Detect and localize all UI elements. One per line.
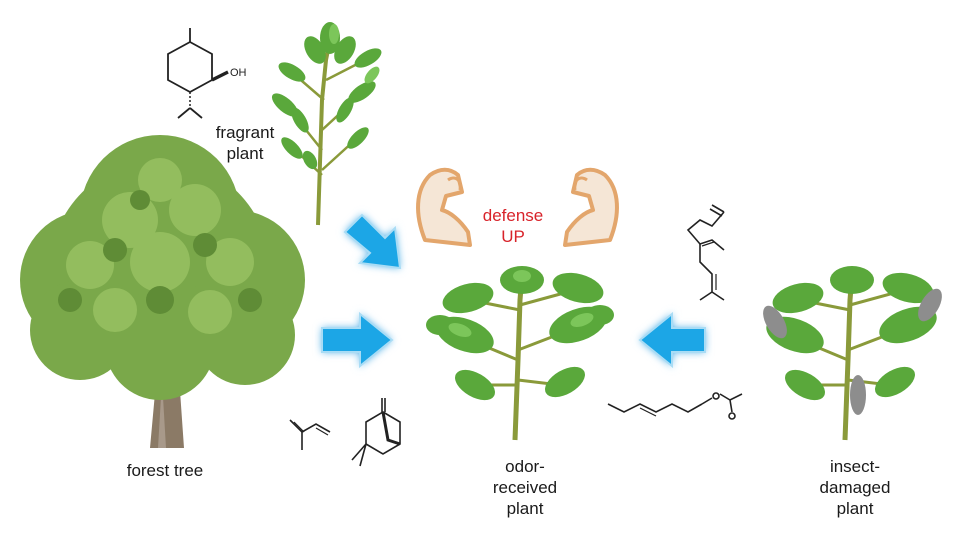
menthol-structure-icon — [167, 28, 229, 119]
insect-icon — [763, 288, 942, 415]
label-fragrant-plant: fragrant plant — [215, 123, 275, 163]
label-odor-received-plant: odor- received plant — [492, 457, 558, 518]
hexenyl-acetate-structure-icon — [607, 392, 743, 420]
flexed-arm-icon-right — [563, 167, 619, 247]
defense-up-label: defense UP — [482, 206, 544, 246]
label-insect-damaged-plant: insect- damaged plant — [819, 457, 891, 518]
arrow-from-insect-damaged-plant — [638, 311, 706, 369]
arrow-from-forest-tree — [321, 311, 394, 369]
fragrant-plant — [271, 22, 382, 226]
forest-tree — [20, 135, 305, 448]
flexed-arm-icon-left — [416, 167, 472, 247]
isoprene-structure-icon — [289, 419, 331, 450]
pinene-structure-icon — [351, 398, 401, 467]
arrow-from-fragrant-plant — [343, 213, 402, 270]
odor-received-plant — [426, 266, 614, 441]
label-forest-tree: forest tree — [126, 461, 204, 480]
ocimene-structure-icon — [686, 204, 725, 301]
oh-group-label: OH — [230, 67, 247, 79]
insect-damaged-plant — [763, 266, 942, 441]
